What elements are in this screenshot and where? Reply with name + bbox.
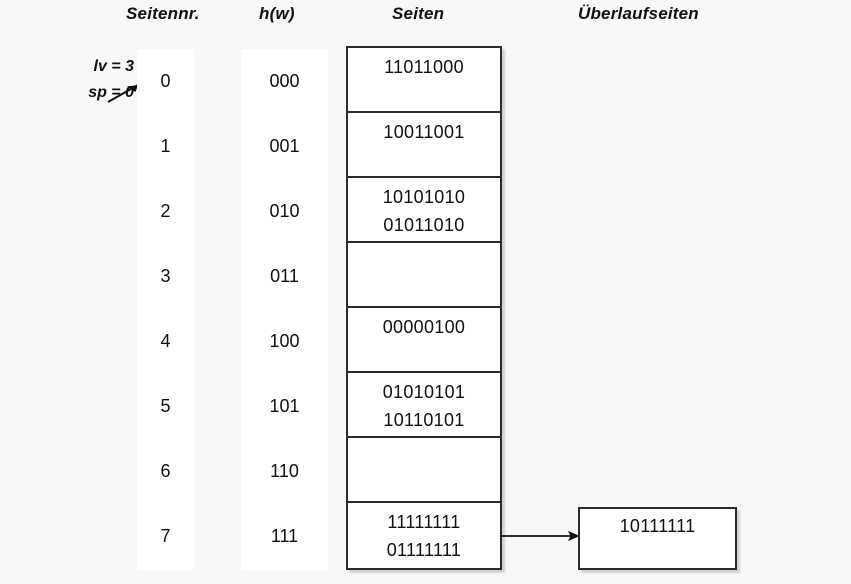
column-header-seiten: Seiten — [392, 4, 445, 23]
seitennr-cell: 3 — [160, 266, 171, 286]
seitennr-cell: 6 — [160, 461, 171, 481]
seiten-page-cell: 10011001 — [348, 113, 500, 178]
hw-cell: 111 — [270, 526, 299, 546]
seiten-entry: 10101010 — [382, 187, 466, 207]
seiten-page-cell: 11011000 — [348, 48, 500, 113]
seitennr-cell: 1 — [160, 136, 171, 156]
seiten-page-cell: 11111111 01111111 — [348, 503, 500, 568]
seiten-entry: 10110101 — [383, 410, 465, 430]
seiten-page-cell: 01010101 10110101 — [348, 373, 500, 438]
seitennr-cell: 4 — [160, 331, 171, 351]
annotation-sp: sp = 0 — [88, 84, 134, 101]
hw-cell: 100 — [269, 331, 300, 351]
column-header-hw: h(w) — [259, 4, 295, 23]
overflow-page-box: 10111111 — [578, 507, 737, 570]
seiten-page-cell — [348, 243, 500, 308]
seiten-table: 11011000 10011001 10101010 01011010 00000100… — [346, 46, 502, 570]
seiten-entry: 01011010 — [383, 215, 465, 235]
column-header-seitennr: Seitennr. — [126, 4, 200, 23]
seitennr-cell: 0 — [160, 71, 171, 91]
hw-cell: 011 — [270, 266, 299, 286]
level-split-annotation: lv = 3 sp = 0 — [34, 54, 134, 106]
seiten-entry: 01010101 — [382, 382, 466, 402]
seiten-entry: 00000100 — [382, 317, 466, 337]
seitennr-cell: 5 — [160, 396, 171, 416]
arrow-up-right-icon — [107, 84, 139, 103]
seiten-page-cell — [348, 438, 500, 503]
hw-cell: 010 — [269, 201, 300, 221]
hw-cell: 000 — [269, 71, 300, 91]
column-header-ueberlaufseiten: Überlaufseiten — [578, 4, 699, 23]
overflow-entry: 10111111 — [619, 516, 696, 536]
seiten-page-cell: 00000100 — [348, 308, 500, 373]
arrow-right-icon — [500, 531, 580, 541]
column-seitennr: 0 1 2 3 4 5 6 7 — [137, 49, 194, 570]
hw-cell: 101 — [269, 396, 300, 416]
seiten-entry: 11111111 — [387, 512, 461, 532]
seiten-entry: 01111111 — [386, 540, 462, 560]
seiten-entry: 10011001 — [383, 122, 465, 142]
seitennr-cell: 2 — [160, 201, 171, 221]
seiten-entry: 11011000 — [384, 57, 464, 77]
hw-cell: 110 — [270, 461, 299, 481]
annotation-lv: lv = 3 — [93, 58, 134, 75]
hw-cell: 001 — [269, 136, 300, 156]
seitennr-cell: 7 — [160, 526, 171, 546]
column-hw: 000 001 010 011 100 101 110 111 — [241, 49, 328, 570]
seiten-page-cell: 10101010 01011010 — [348, 178, 500, 243]
